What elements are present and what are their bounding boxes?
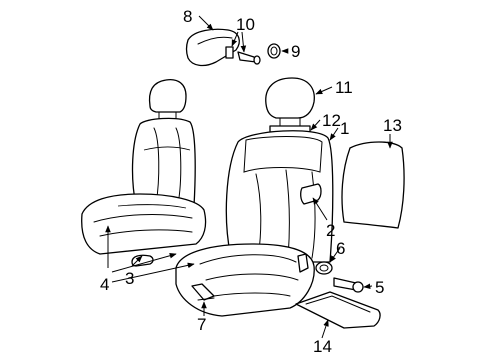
- rear-seat: [81, 78, 207, 267]
- callout-7: 7: [197, 315, 206, 334]
- callout-1: 1: [340, 119, 349, 138]
- callout-11: 11: [335, 78, 353, 97]
- rear-seat-cushion: [81, 193, 207, 255]
- callout-4: 4: [100, 275, 109, 294]
- callout-10: 10: [236, 15, 255, 34]
- callout-12: 12: [322, 111, 341, 130]
- callout-5: 5: [375, 278, 384, 297]
- screw: [237, 51, 257, 63]
- seat-side-trim: [297, 253, 309, 273]
- cap: [267, 43, 281, 59]
- floor-panel: [295, 291, 381, 329]
- callout-labels: 8 10 9 11 12 1 13 2 6 5 3 4 7 14: [100, 7, 402, 356]
- front-seat-backrest: [225, 130, 334, 263]
- front-seat: [175, 77, 334, 317]
- seat-back-panel: [341, 141, 405, 229]
- rear-seat-backrest: [131, 117, 196, 207]
- callout-3: 3: [125, 269, 134, 288]
- seat-track: [191, 283, 215, 301]
- leader-lines: [105, 15, 393, 339]
- front-seat-headrest: [265, 77, 315, 119]
- callout-14: 14: [313, 337, 332, 356]
- knob: [315, 261, 333, 275]
- callout-9: 9: [291, 42, 300, 61]
- callout-6: 6: [336, 239, 345, 258]
- bolt: [333, 277, 364, 293]
- rear-seat-lever: [131, 254, 154, 267]
- callout-13: 13: [383, 116, 402, 135]
- callout-2: 2: [326, 221, 335, 240]
- rear-seat-headrest: [148, 78, 187, 113]
- callout-8: 8: [183, 7, 192, 26]
- clip: [225, 46, 234, 59]
- armrest-hardware: [225, 46, 261, 65]
